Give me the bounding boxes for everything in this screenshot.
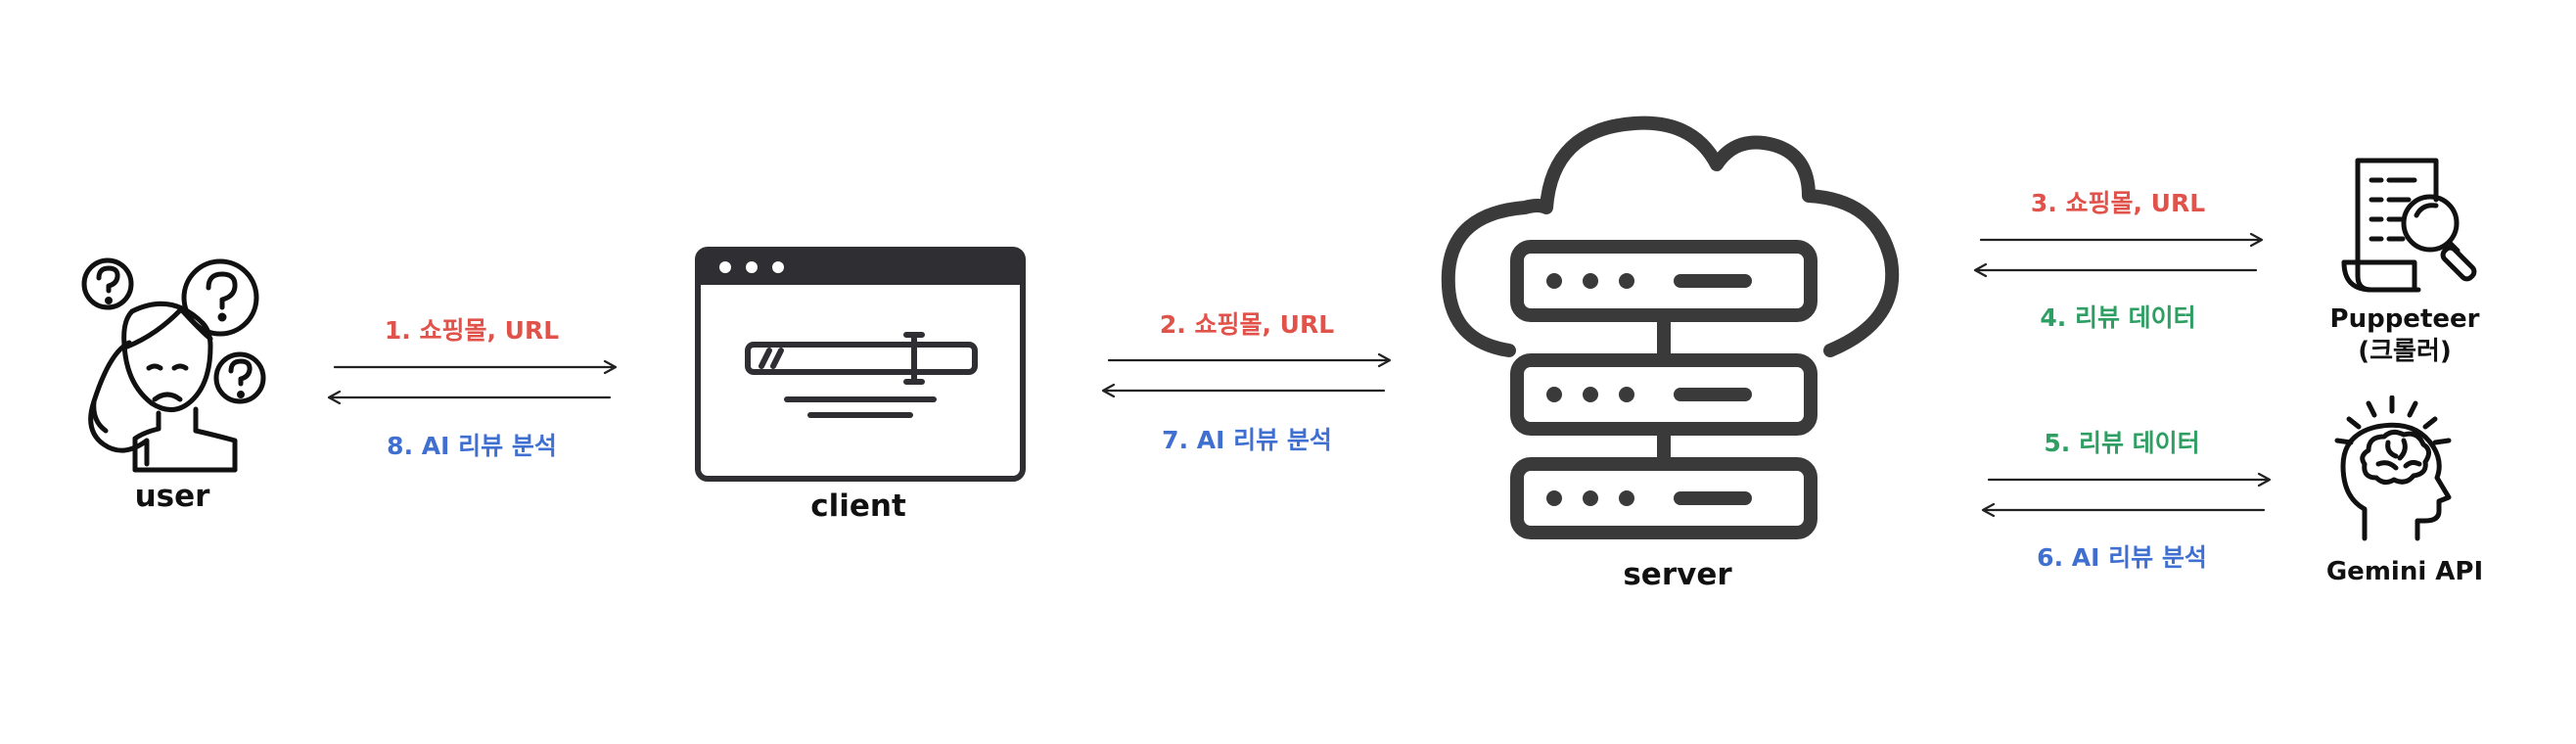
user-label: user — [134, 479, 210, 514]
arrow-server-to-client — [1100, 383, 1386, 398]
brain-head-icon — [2329, 395, 2457, 542]
arrow-server-to-puppeteer — [1979, 232, 2265, 248]
document-search-icon — [2334, 155, 2481, 300]
server-label: server — [1623, 557, 1732, 592]
cloud-server-icon — [1439, 116, 1918, 546]
arrow-client-to-user — [326, 390, 612, 405]
puppeteer-label: Puppeteer (크롤러) — [2330, 303, 2480, 367]
step-5-label: 5. 리뷰 데이터 — [2044, 429, 2200, 457]
arrow-user-to-client — [333, 359, 619, 375]
step-2-label: 2. 쇼핑몰, URL — [1159, 310, 1335, 339]
puppeteer-label-line2: (크롤러) — [2358, 336, 2452, 366]
step-6-label: 6. AI 리뷰 분석 — [2037, 543, 2207, 572]
puppeteer-label-line1: Puppeteer — [2329, 304, 2480, 334]
gemini-label: Gemini API — [2325, 557, 2484, 586]
arrow-client-to-server — [1107, 352, 1393, 368]
step-8-label: 8. AI 리뷰 분석 — [387, 432, 557, 460]
confused-person-icon — [69, 253, 274, 473]
browser-window-icon — [695, 247, 1026, 482]
arrow-server-to-gemini — [1987, 472, 2273, 488]
step-1-label: 1. 쇼핑몰, URL — [384, 316, 560, 345]
step-3-label: 3. 쇼핑몰, URL — [2030, 189, 2206, 217]
arrow-gemini-to-server — [1980, 502, 2266, 518]
arrow-puppeteer-to-server — [1972, 262, 2258, 278]
step-4-label: 4. 리뷰 데이터 — [2040, 303, 2196, 332]
step-7-label: 7. AI 리뷰 분석 — [1162, 426, 1332, 454]
client-label: client — [810, 488, 906, 524]
